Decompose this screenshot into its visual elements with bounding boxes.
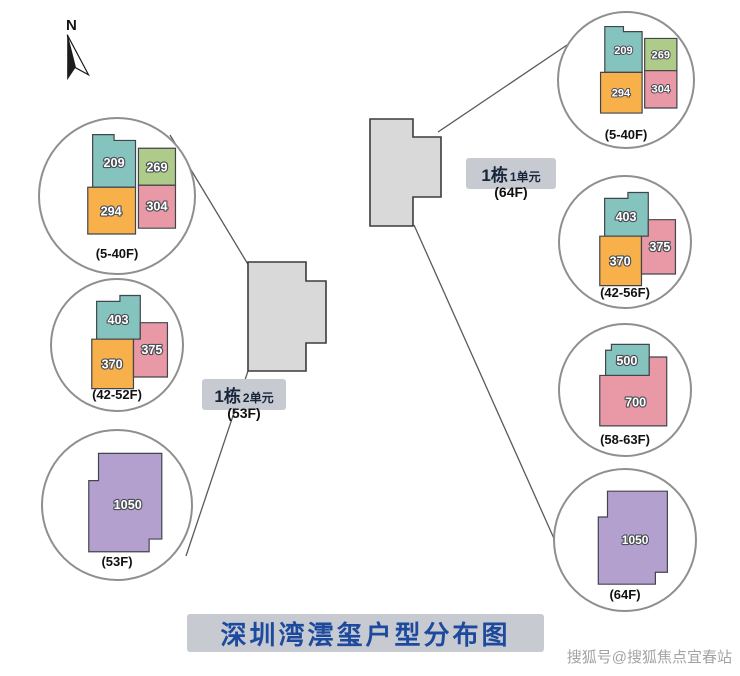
unit-370-shape	[92, 339, 134, 388]
unit-294-shape	[601, 72, 643, 113]
building-footprint-tower1-unit1	[369, 118, 442, 227]
unit-304-shape	[138, 185, 175, 228]
unit-294-shape	[88, 187, 136, 234]
leader-line-right-top	[437, 42, 571, 133]
unit-plan-right-4: 1050	[555, 470, 695, 610]
building-right-unit: 1单元	[509, 170, 541, 184]
unit-304-label: 304	[652, 83, 671, 95]
unit-375-shape	[641, 220, 675, 274]
unit-375-label: 375	[141, 343, 162, 357]
plan-circle-right-4: 1050 (64F)	[553, 468, 697, 612]
floor-range-label: (64F)	[609, 587, 641, 602]
plan-circle-left-1: 209 269 294 304 (5-40F)	[38, 117, 196, 275]
unit-209-label: 209	[104, 156, 125, 170]
floor-range-label: (5-40F)	[95, 246, 139, 261]
unit-plan-right-2: 403 370 375	[560, 177, 690, 307]
plan-circle-left-2: 403 370 375 (42-52F)	[50, 278, 184, 412]
unit-209-label: 209	[614, 45, 632, 57]
unit-304-label: 304	[146, 200, 167, 214]
plan-circle-right-2: 403 370 375 (42-56F)	[558, 175, 692, 309]
building-left-unit: 2单元	[242, 391, 274, 405]
leader-line-right-bottom	[413, 224, 557, 544]
unit-700-shape	[600, 357, 667, 426]
unit-plan-left-3: 1050	[43, 431, 191, 579]
watermark-text: 搜狐号@搜狐焦点宜春站	[566, 649, 732, 666]
diagram-title: 深圳湾澐玺户型分布图	[187, 614, 544, 652]
floor-range-label: (42-52F)	[92, 387, 142, 402]
unit-269-label: 269	[146, 161, 167, 175]
unit-375-label: 375	[649, 240, 670, 254]
building-footprint-tower1-unit2	[247, 261, 327, 372]
plan-circle-right-3: 500 700 (58-63F)	[558, 323, 692, 457]
unit-294-label: 294	[101, 205, 122, 219]
plan-circle-left-3: 1050 (53F)	[41, 429, 193, 581]
floor-range-label: (58-63F)	[600, 432, 650, 447]
north-label: N	[66, 17, 77, 34]
unit-304-shape	[645, 71, 677, 108]
building-left-name: 1栋	[214, 387, 241, 406]
unit-403-label: 403	[615, 210, 636, 224]
unit-294-label: 294	[612, 88, 631, 100]
compass-arrow-icon	[66, 34, 90, 81]
unit-700-label: 700	[625, 396, 646, 410]
unit-plan-right-1: 209 269 294 304	[559, 13, 693, 147]
unit-269-label: 269	[652, 49, 670, 61]
unit-403-label: 403	[107, 313, 128, 327]
unit-plan-left-1: 209 269 294 304	[40, 119, 194, 273]
unit-plan-left-2: 403 370 375	[52, 280, 182, 410]
unit-370-shape	[600, 236, 642, 285]
unit-370-label: 370	[102, 357, 123, 371]
north-arrow: N	[66, 17, 90, 81]
unit-1050-label: 1050	[114, 498, 142, 512]
building-left-floors: (53F)	[227, 405, 261, 421]
unit-500-label: 500	[616, 354, 637, 368]
unit-370-label: 370	[610, 254, 631, 268]
unit-plan-right-3: 500 700	[560, 325, 690, 455]
unit-1050-shape	[89, 453, 162, 551]
building-right-name: 1栋	[481, 166, 508, 185]
building-right-floors: (64F)	[494, 184, 528, 200]
plan-circle-right-1: 209 269 294 304 (5-40F)	[557, 11, 695, 149]
floor-range-label: (53F)	[101, 554, 133, 569]
floor-range-label: (5-40F)	[604, 127, 648, 142]
unit-1050-label: 1050	[622, 533, 649, 547]
floor-range-label: (42-56F)	[600, 285, 650, 300]
unit-1050-shape	[598, 491, 667, 584]
unit-375-shape	[133, 323, 167, 377]
